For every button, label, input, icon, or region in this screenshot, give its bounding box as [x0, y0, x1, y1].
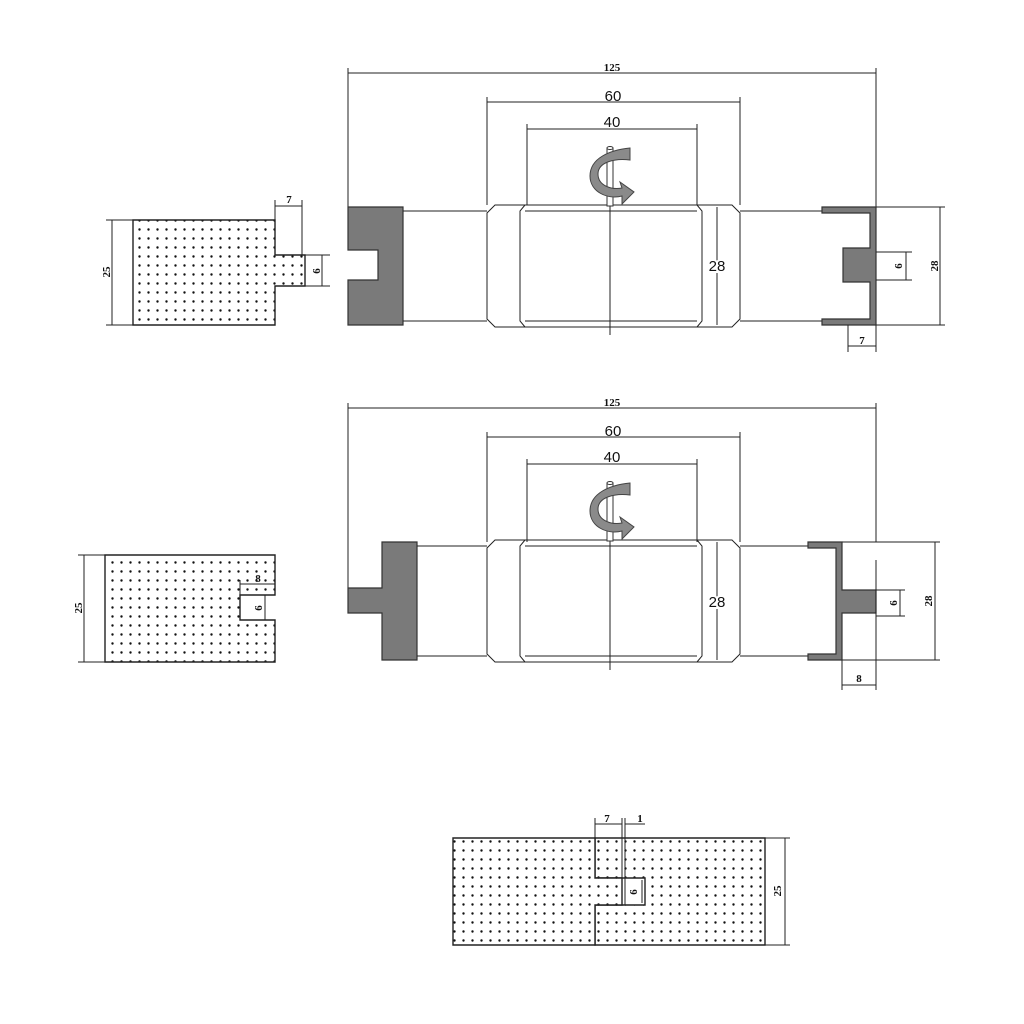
middle-profile-groove-width-label: 6	[253, 605, 265, 611]
bottom-tongue-width-label: 6	[628, 889, 640, 895]
middle-right-cutter-blade	[807, 541, 877, 661]
top-profile: 25 7 6	[101, 194, 330, 326]
middle-right-depth-label: 8	[856, 673, 862, 685]
top-cutter: 125 60 40 28 28 6 7	[347, 62, 945, 352]
middle-right-tongue-label: 6	[888, 600, 900, 606]
rotation-arrow-icon	[589, 146, 635, 207]
rotation-arrow-icon	[589, 481, 635, 542]
top-profile-tongue-width-label: 6	[311, 268, 323, 274]
top-right-height-label: 28	[929, 260, 941, 272]
top-profile-height-label: 25	[101, 266, 113, 278]
middle-profile-height-label: 25	[73, 602, 85, 614]
middle-right-height-label: 28	[923, 595, 935, 607]
top-right-depth-label: 7	[859, 335, 865, 347]
bottom-gap-label: 1	[637, 813, 643, 825]
middle-profile: 25 8 6	[73, 554, 276, 663]
top-right-cutter-blade	[821, 206, 877, 326]
middle-hub-inner-label: 40	[604, 449, 621, 466]
top-diameter-label: 28	[709, 258, 726, 275]
bottom-joint: 7 1 6 25	[452, 813, 790, 946]
middle-cutter: 125 60 40 28 28 6 8	[347, 397, 940, 690]
middle-overall-label: 125	[604, 397, 621, 409]
middle-diameter-label: 28	[709, 594, 726, 611]
top-hub-inner-label: 40	[604, 114, 621, 131]
top-profile-tongue-length-label: 7	[286, 194, 292, 206]
top-overall-label: 125	[604, 62, 621, 74]
top-left-cutter-blade	[347, 206, 404, 326]
middle-profile-groove-depth-label: 8	[255, 573, 261, 585]
bottom-height-label: 25	[772, 885, 784, 897]
top-right-slot-label: 6	[893, 263, 905, 269]
middle-left-cutter-blade	[347, 541, 418, 661]
top-hub-outer-label: 60	[605, 88, 622, 105]
bottom-tongue-length-label: 7	[604, 813, 610, 825]
middle-hub-outer-label: 60	[605, 423, 622, 440]
